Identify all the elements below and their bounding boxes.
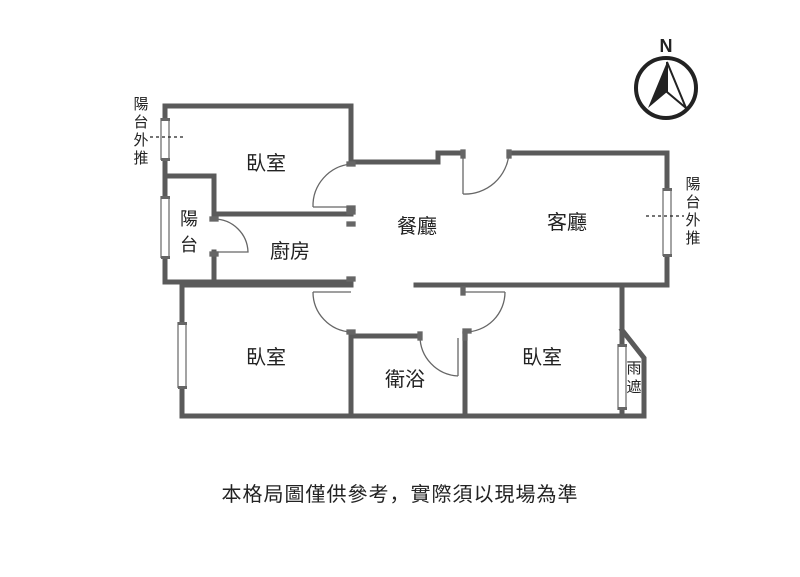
door-bedroom-se <box>460 286 506 334</box>
label-balcony: 陽 台 <box>180 209 198 256</box>
push-right-2: 台 <box>685 193 700 211</box>
windows <box>160 118 672 410</box>
svg-text:陽: 陽 <box>180 209 198 230</box>
balcony-push-markers <box>150 136 684 217</box>
push-right-3: 外 <box>685 211 700 229</box>
svg-text:遮: 遮 <box>626 378 641 396</box>
compass-circle <box>634 56 698 120</box>
label-bedroom-sw: 臥室 <box>246 345 286 369</box>
compass-north-label: N <box>660 36 673 56</box>
push-right-4: 推 <box>685 229 700 247</box>
push-left-2: 台 <box>133 113 148 131</box>
door-bathroom <box>417 331 468 377</box>
label-dining: 餐廳 <box>397 214 437 238</box>
svg-text:雨: 雨 <box>626 359 641 377</box>
wall-dining-top <box>348 150 466 165</box>
door-bedroom-nw <box>312 161 356 211</box>
door-living <box>460 149 512 195</box>
compass-needle-light <box>666 61 687 109</box>
disclaimer-text: 本格局圖僅供參考，實際須以現場為準 <box>221 482 579 506</box>
room-labels: 臥室 餐廳 客廳 廚房 臥室 衛浴 臥室 <box>246 151 587 391</box>
label-canopy: 雨 遮 <box>626 359 641 396</box>
label-bedroom-nw: 臥室 <box>246 151 286 175</box>
compass-needle-dark <box>648 62 667 108</box>
label-bathroom: 衛浴 <box>385 367 425 391</box>
push-left-3: 外 <box>133 131 148 149</box>
label-bedroom-se: 臥室 <box>522 345 562 369</box>
doors <box>209 149 512 377</box>
push-right-1: 陽 <box>685 175 700 193</box>
wall-canopy <box>618 326 647 419</box>
wall-living <box>506 150 670 191</box>
label-living: 客廳 <box>547 210 587 234</box>
door-balcony <box>209 216 249 257</box>
door-bedroom-sw <box>312 276 356 335</box>
balcony-push-left: 陽 台 外 推 <box>133 95 148 167</box>
wall-kitchen-top <box>211 173 354 217</box>
svg-text:台: 台 <box>180 235 198 256</box>
push-left-1: 陽 <box>133 95 148 113</box>
balcony-push-right: 陽 台 外 推 <box>685 175 700 247</box>
compass: N <box>634 36 698 120</box>
push-left-4: 推 <box>133 149 148 167</box>
label-kitchen: 廚房 <box>270 239 310 263</box>
